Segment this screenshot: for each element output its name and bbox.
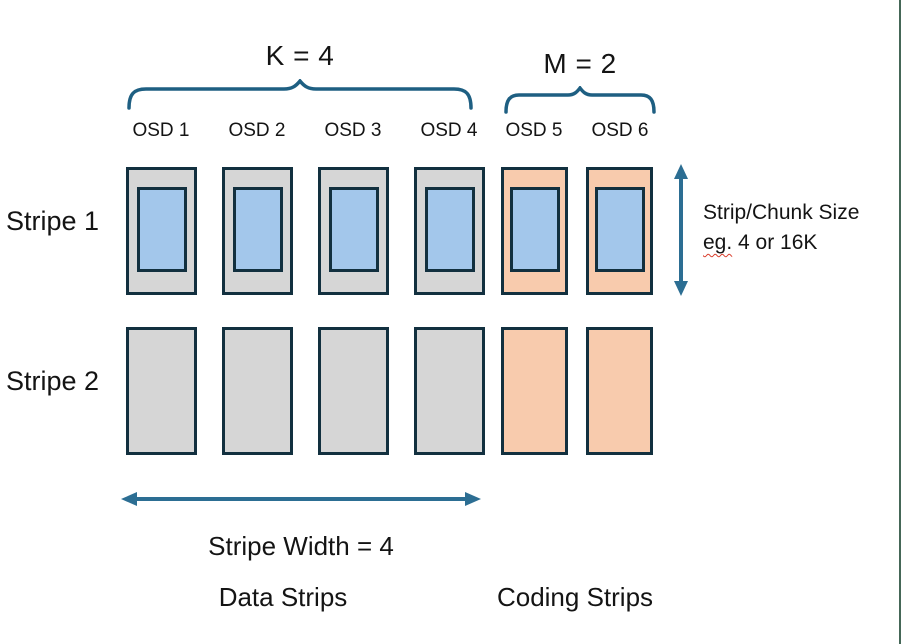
chunk-size-arrow-icon: [674, 164, 688, 296]
chunk-size-note-value: 4 or 16K: [732, 231, 818, 254]
chunk-box-stripe2-osd5: [501, 327, 568, 455]
chunk-box-stripe2-osd6: [586, 327, 653, 455]
osd-header-2: OSD 2: [228, 120, 286, 141]
chunk-box-stripe1-osd5: [501, 167, 568, 295]
osd-header-6: OSD 6: [591, 120, 649, 141]
coding-strips-label: Coding Strips: [496, 582, 654, 612]
data-chunk: [136, 187, 187, 272]
chunk-box-stripe1-osd4: [414, 167, 485, 295]
coding-chunk: [509, 187, 560, 272]
chunk-size-note-line1: Strip/Chunk Size: [703, 201, 860, 224]
chunk-box-stripe2-osd1: [126, 327, 197, 455]
data-chunk: [232, 187, 283, 272]
m-brace-icon: [504, 86, 656, 114]
m-group-label: M = 2: [543, 48, 617, 79]
chunk-box-stripe1-osd3: [318, 167, 389, 295]
chunk-box-stripe1-osd6: [586, 167, 653, 295]
k-group-label: K = 4: [265, 40, 335, 71]
stripe-width-arrow-icon: [121, 492, 481, 506]
osd-header-3: OSD 3: [324, 120, 382, 141]
stripe1-label: Stripe 1: [6, 206, 100, 236]
stripe-width-label: Stripe Width = 4: [208, 531, 394, 561]
data-strips-label: Data Strips: [218, 582, 348, 612]
chunk-size-note: Strip/Chunk Size eg. 4 or 16K: [703, 198, 898, 258]
chunk-box-stripe1-osd2: [222, 167, 293, 295]
chunk-box-stripe2-osd2: [222, 327, 293, 455]
chunk-size-note-eg: eg.: [703, 231, 733, 254]
data-chunk: [328, 187, 379, 272]
slide-edge-line: [899, 0, 901, 644]
osd-header-4: OSD 4: [420, 120, 478, 141]
osd-header-1: OSD 1: [132, 120, 190, 141]
stripe2-label: Stripe 2: [6, 366, 100, 396]
data-chunk: [424, 187, 475, 272]
osd-header-5: OSD 5: [505, 120, 563, 141]
k-brace-icon: [127, 79, 473, 110]
chunk-box-stripe2-osd4: [414, 327, 485, 455]
chunk-box-stripe2-osd3: [318, 327, 389, 455]
chunk-box-stripe1-osd1: [126, 167, 197, 295]
coding-chunk: [594, 187, 645, 272]
